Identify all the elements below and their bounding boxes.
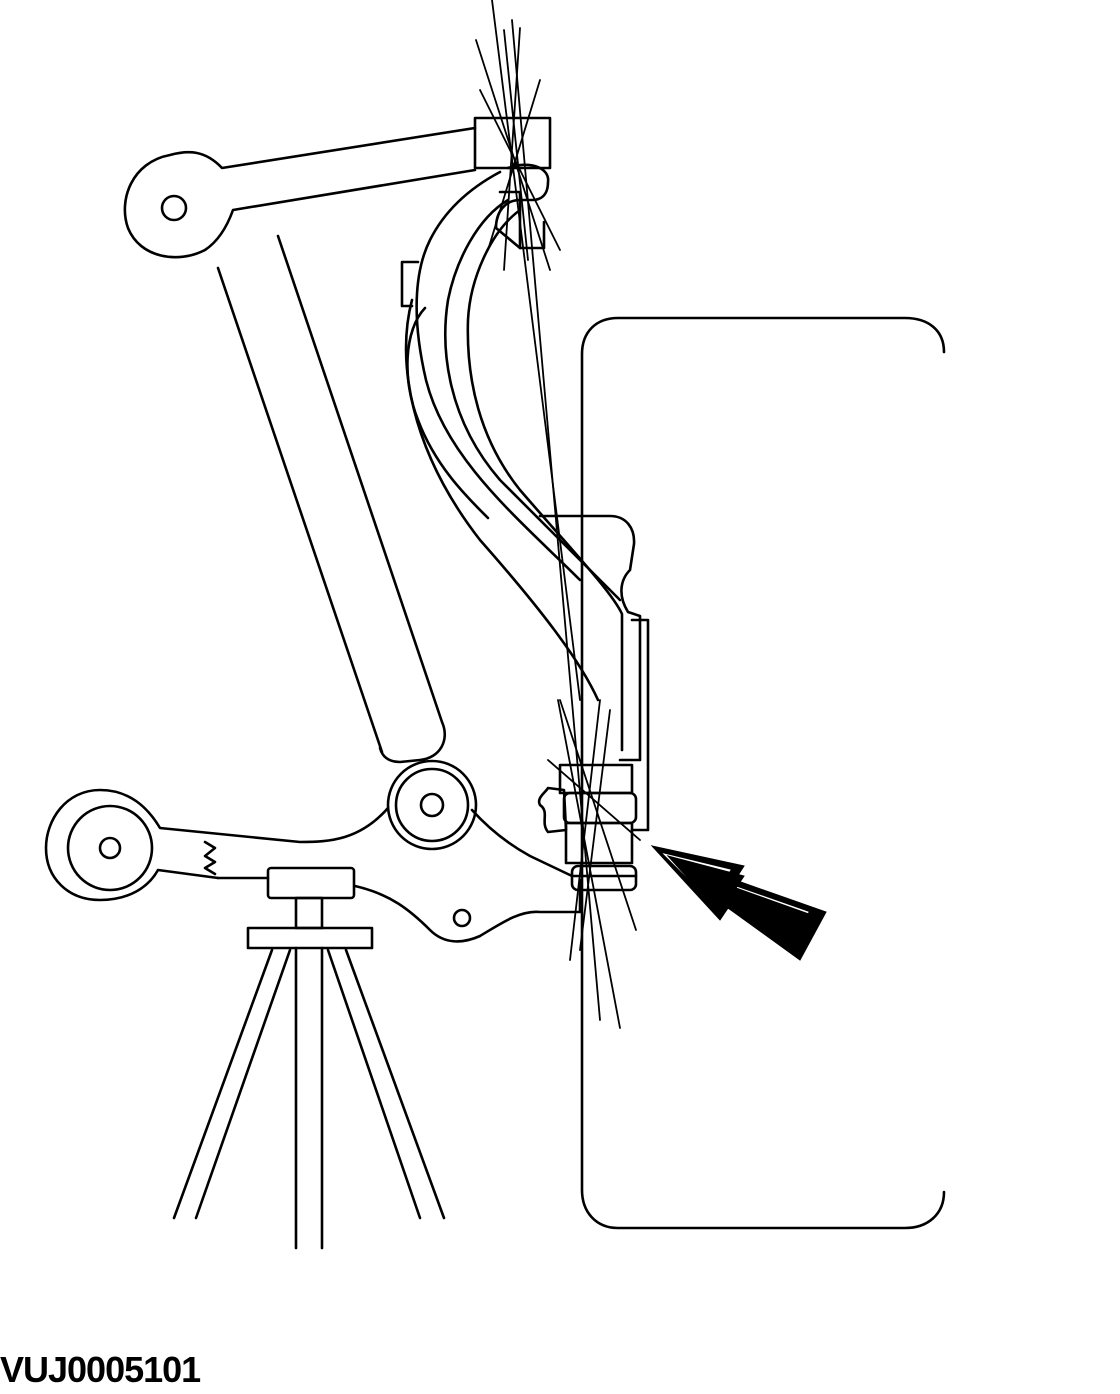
upper-control-arm bbox=[123, 116, 552, 259]
wheel-outline bbox=[580, 316, 946, 1230]
alignment-lines bbox=[475, 0, 641, 1029]
steering-knuckle bbox=[400, 163, 624, 752]
lower-control-arm bbox=[44, 759, 638, 943]
figure-reference-code: VUJ0005101 bbox=[0, 1349, 201, 1390]
direction-arrow bbox=[650, 845, 827, 961]
strut bbox=[216, 234, 447, 764]
tripod-stand bbox=[172, 866, 446, 1250]
